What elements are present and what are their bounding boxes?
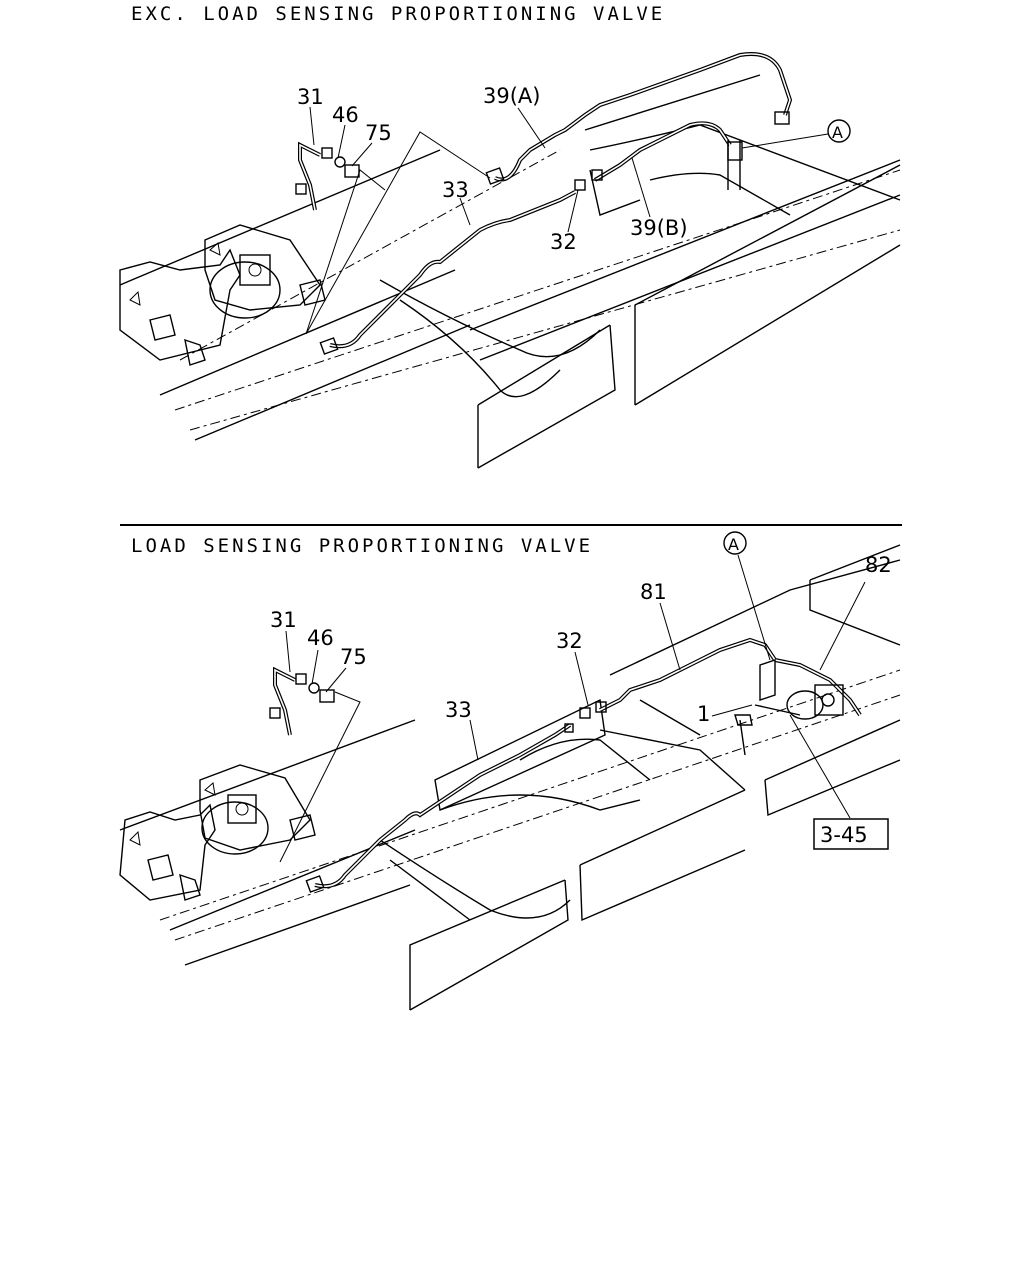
bottom-callout-82: 82 <box>865 553 892 577</box>
bottom-callout-46: 46 <box>307 626 334 650</box>
bottom-diagram: 31 46 75 33 32 81 82 1 A 3-45 <box>119 531 901 1011</box>
bottom-proportioning-valve <box>734 659 844 756</box>
bottom-callout-1: 1 <box>697 702 710 726</box>
section-divider <box>120 524 902 526</box>
top-diagram: 31 46 75 39(A) 33 32 39(B) A <box>119 52 901 469</box>
top-brake-pipes <box>298 52 793 349</box>
bottom-diagram-title: LOAD SENSING PROPORTIONING VALVE <box>131 535 594 557</box>
top-callout-33: 33 <box>442 178 469 202</box>
top-callout-39b: 39(B) <box>630 216 688 240</box>
bottom-callout-a: A <box>728 535 739 554</box>
top-callout-a: A <box>832 123 843 142</box>
bottom-callout-81: 81 <box>640 580 667 604</box>
top-callout-32: 32 <box>550 230 577 254</box>
reference-box-label: 3-45 <box>820 823 868 847</box>
top-cross-member <box>379 74 901 398</box>
bottom-leader-lines <box>279 554 866 863</box>
reference-box <box>813 818 889 850</box>
bottom-left-bracket <box>119 764 316 901</box>
bottom-callout-75: 75 <box>340 645 367 669</box>
bottom-callout-a-circle <box>723 531 747 555</box>
top-callout-75: 75 <box>365 121 392 145</box>
bottom-fittings <box>269 673 607 893</box>
bottom-callout-33: 33 <box>445 698 472 722</box>
top-diagram-title: EXC. LOAD SENSING PROPORTIONING VALVE <box>131 3 666 25</box>
bottom-brake-pipes <box>273 637 862 889</box>
bottom-callout-32: 32 <box>556 629 583 653</box>
top-leader-lines <box>305 106 829 335</box>
top-callout-46: 46 <box>332 103 359 127</box>
top-callout-a-circle <box>827 119 851 143</box>
top-left-bracket <box>119 224 326 366</box>
bottom-cross-members <box>379 699 746 921</box>
bottom-callout-31: 31 <box>270 608 297 632</box>
top-fittings <box>295 111 790 355</box>
top-frame-rails <box>119 149 901 469</box>
top-callout-31: 31 <box>297 85 324 109</box>
bottom-frame-rails <box>119 544 901 1011</box>
top-callout-39a: 39(A) <box>483 84 540 108</box>
